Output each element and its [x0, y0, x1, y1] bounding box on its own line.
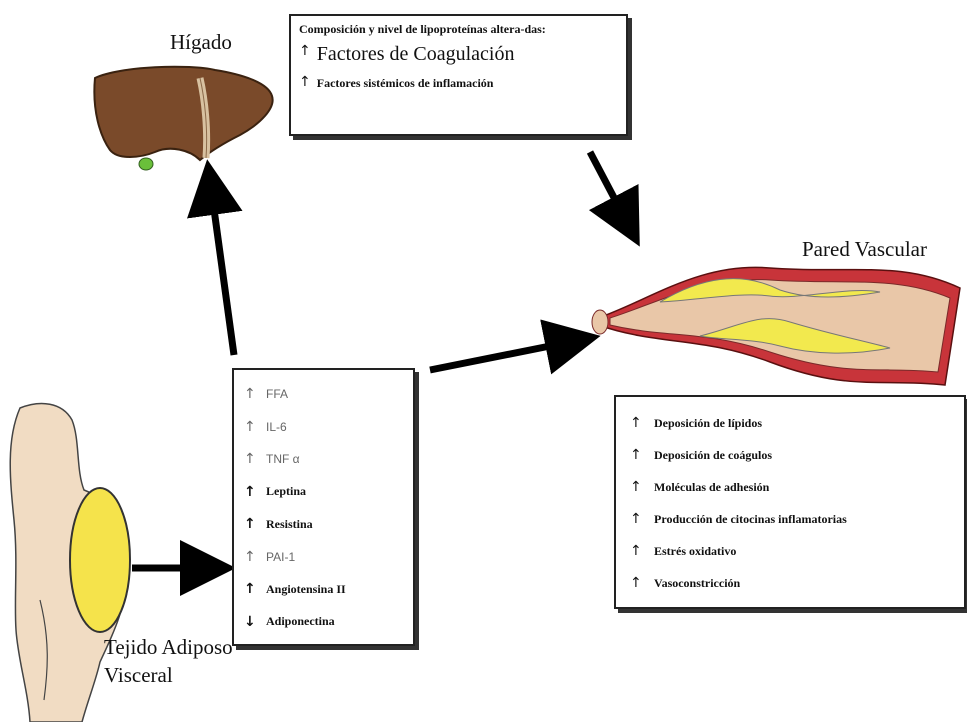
adipose-item: ↑TNF α [244, 443, 403, 476]
liver-item-label: Factores de Coagulación [317, 43, 515, 66]
vascular-item: ↑Estrés oxidativo [630, 535, 950, 567]
adipose-label-line2: Visceral [104, 661, 233, 689]
up-arrow-icon: ↑ [630, 543, 654, 559]
liver-effects-box: Composición y nivel de lipoproteínas alt… [289, 14, 628, 136]
vascular-item: ↑Deposición de lípidos [630, 407, 950, 439]
up-arrow-icon: ↑ [244, 451, 266, 467]
up-arrow-icon: ↑ [244, 516, 266, 532]
adipose-item-label: Adiponectina [266, 614, 335, 629]
vascular-item: ↑Producción de citocinas inflamatorias [630, 503, 950, 535]
adipose-item-label: Leptina [266, 484, 306, 499]
vascular-wall-label: Pared Vascular [802, 237, 927, 262]
adipose-item: ↑Leptina [244, 476, 403, 509]
liver-item: ↑ Factores sistémicos de inflamación [299, 74, 618, 91]
up-arrow-icon: ↑ [630, 575, 654, 591]
up-arrow-icon: ↑ [299, 74, 311, 90]
adipose-item-label: Resistina [266, 517, 313, 532]
adipose-item: ↑IL-6 [244, 411, 403, 444]
blood-vessel-illustration [592, 267, 960, 385]
up-arrow-icon: ↑ [630, 479, 654, 495]
vascular-item: ↑Vasoconstricción [630, 567, 950, 599]
liver-illustration [94, 67, 272, 170]
liver-label: Hígado [170, 30, 232, 55]
adipose-item: ↑PAI-1 [244, 541, 403, 574]
vascular-item-label: Estrés oxidativo [654, 544, 736, 559]
vascular-item-label: Moléculas de adhesión [654, 480, 769, 495]
up-arrow-icon: ↑ [244, 484, 266, 500]
up-arrow-icon: ↑ [299, 43, 311, 59]
down-arrow-icon: ↓ [244, 614, 266, 630]
liver-item: ↑ Factores de Coagulación [299, 43, 618, 66]
adipose-item-label: IL-6 [266, 420, 287, 434]
adipose-item-label: FFA [266, 387, 288, 401]
up-arrow-icon: ↑ [630, 447, 654, 463]
adipose-item: ↑Resistina [244, 508, 403, 541]
arrow-adipose-to-vessel [430, 340, 580, 370]
vascular-item: ↑Moléculas de adhesión [630, 471, 950, 503]
up-arrow-icon: ↑ [244, 549, 266, 565]
vascular-item-label: Producción de citocinas inflamatorias [654, 512, 847, 527]
adipose-item: ↓Adiponectina [244, 606, 403, 639]
adipose-item-label: TNF α [266, 452, 300, 466]
up-arrow-icon: ↑ [244, 581, 266, 597]
adipose-label-line1: Tejido Adiposo [104, 633, 233, 661]
liver-box-heading: Composición y nivel de lipoproteínas alt… [299, 22, 618, 37]
adipose-tissue-label: Tejido Adiposo Visceral [104, 633, 233, 689]
arrow-liver-to-vessel [590, 152, 630, 228]
vascular-item-label: Deposición de lípidos [654, 416, 762, 431]
liver-item-label: Factores sistémicos de inflamación [317, 76, 494, 91]
up-arrow-icon: ↑ [244, 386, 266, 402]
vascular-item-label: Vasoconstricción [654, 576, 740, 591]
arrow-adipose-to-liver [210, 180, 234, 355]
up-arrow-icon: ↑ [244, 419, 266, 435]
adipose-secretions-box: ↑FFA ↑IL-6 ↑TNF α ↑Leptina ↑Resistina ↑P… [232, 368, 415, 646]
vascular-effects-box: ↑Deposición de lípidos ↑Deposición de co… [614, 395, 966, 609]
vascular-item: ↑Deposición de coágulos [630, 439, 950, 471]
vascular-item-label: Deposición de coágulos [654, 448, 772, 463]
up-arrow-icon: ↑ [630, 511, 654, 527]
up-arrow-icon: ↑ [630, 415, 654, 431]
adipose-item-label: PAI-1 [266, 550, 295, 564]
adipose-item-label: Angiotensina II [266, 582, 346, 597]
adipose-item: ↑FFA [244, 378, 403, 411]
adipose-item: ↑Angiotensina II [244, 573, 403, 606]
